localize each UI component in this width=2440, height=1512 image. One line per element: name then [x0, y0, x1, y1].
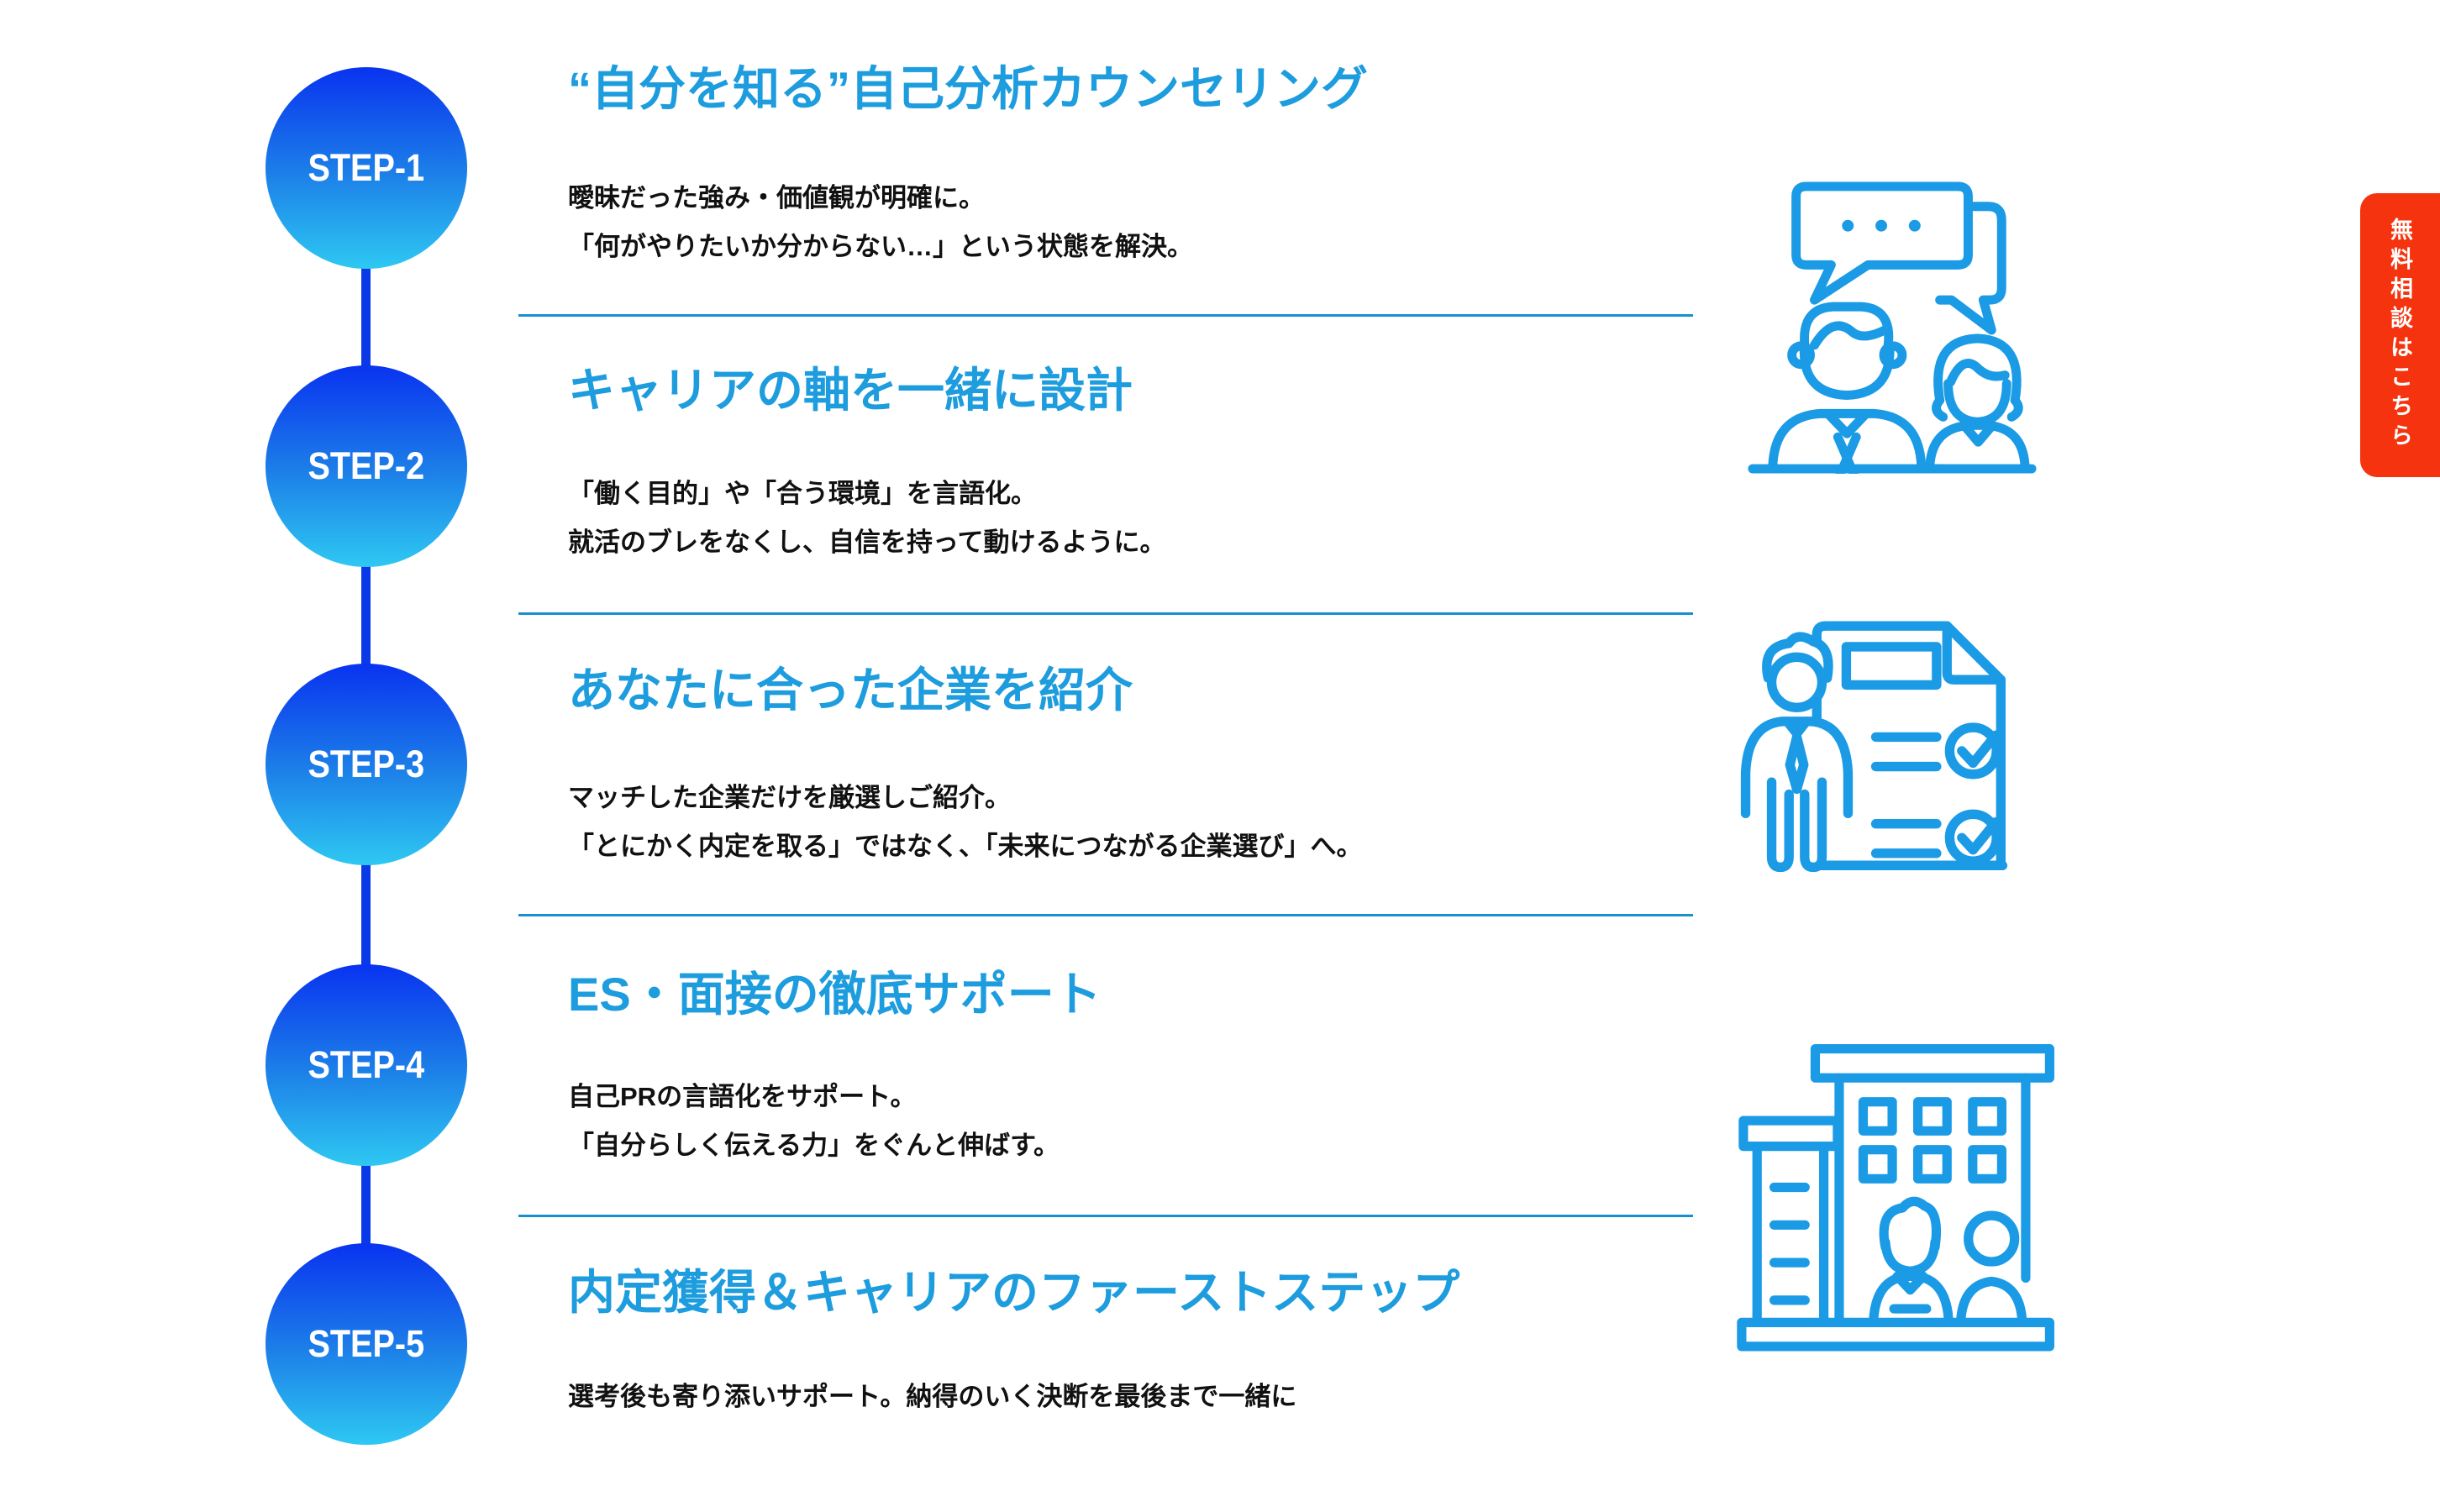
step-2-badge: STEP-2: [308, 444, 425, 487]
step-1-description-line-1: 曖昧だった強み・価値観が明確に。: [568, 183, 985, 213]
step-4-description-line-1: 自己PRの言語化をサポート。: [568, 1082, 917, 1111]
step-1-badge: STEP-1: [308, 146, 425, 189]
free-consultation-button-label: 無料相談はこちら: [2387, 218, 2412, 453]
consultation-people-icon: [1721, 173, 2055, 474]
step-3-description-line-1: マッチした企業だけを厳選しご紹介。: [568, 783, 1011, 812]
step-3-description: マッチした企業だけを厳選しご紹介。 「とにかく内定を取る」ではなく、「未来につな…: [568, 774, 1711, 871]
step-1-title: “自分を知る”自己分析カウンセリング: [568, 62, 1368, 115]
step-4-title: ES・面接の徹底サポート: [568, 968, 1102, 1021]
step-2-description: 「働く目的」や「合う環境」を言語化。 就活のブレをなくし、自信を持って動けるよう…: [568, 470, 1711, 567]
section-divider-2: [518, 612, 1693, 615]
section-divider-3: [518, 914, 1693, 916]
step-1-circle: STEP-1: [266, 67, 467, 269]
step-2-description-line-1: 「働く目的」や「合う環境」を言語化。: [568, 479, 1037, 508]
step-5-badge: STEP-5: [308, 1322, 425, 1365]
step-1-description-line-2: 「何がやりたいか分からない…」という状態を解決。: [568, 232, 1193, 261]
step-5-description: 選考後も寄り添いサポート。納得のいく決断を最後まで一緒に: [568, 1373, 1711, 1421]
step-4-description-line-2: 「自分らしく伝える力」をぐんと伸ばす。: [568, 1131, 1060, 1160]
step-2-circle: STEP-2: [266, 365, 467, 567]
step-5-circle: STEP-5: [266, 1243, 467, 1445]
step-3-circle: STEP-3: [266, 664, 467, 865]
step-4-badge: STEP-4: [308, 1043, 425, 1086]
step-5-description-line-1: 選考後も寄り添いサポート。納得のいく決断を最後まで一緒に: [568, 1382, 1297, 1411]
step-4-description: 自己PRの言語化をサポート。 「自分らしく伝える力」をぐんと伸ばす。: [568, 1073, 1711, 1170]
step-3-description-line-2: 「とにかく内定を取る」ではなく、「未来につながる企業選び」へ。: [568, 832, 1363, 861]
section-divider-1: [518, 314, 1693, 317]
company-building-people-icon: [1714, 1023, 2064, 1352]
step-4-circle: STEP-4: [266, 964, 467, 1166]
free-consultation-button[interactable]: 無料相談はこちら: [2360, 193, 2440, 477]
section-divider-4: [518, 1215, 1693, 1217]
step-3-badge: STEP-3: [308, 743, 425, 785]
step-5-title: 内定獲得＆キャリアのファーストステップ: [568, 1266, 1460, 1319]
checklist-document-person-icon: [1714, 596, 2062, 909]
step-2-description-line-2: 就活のブレをなくし、自信を持って動けるように。: [568, 528, 1166, 557]
step-1-description: 曖昧だった強み・価値観が明確に。 「何がやりたいか分からない…」という状態を解決…: [568, 174, 1711, 271]
step-3-title: あなたに合った企業を紹介: [568, 664, 1133, 717]
step-2-title: キャリアの軸を一緒に設計: [568, 364, 1133, 417]
